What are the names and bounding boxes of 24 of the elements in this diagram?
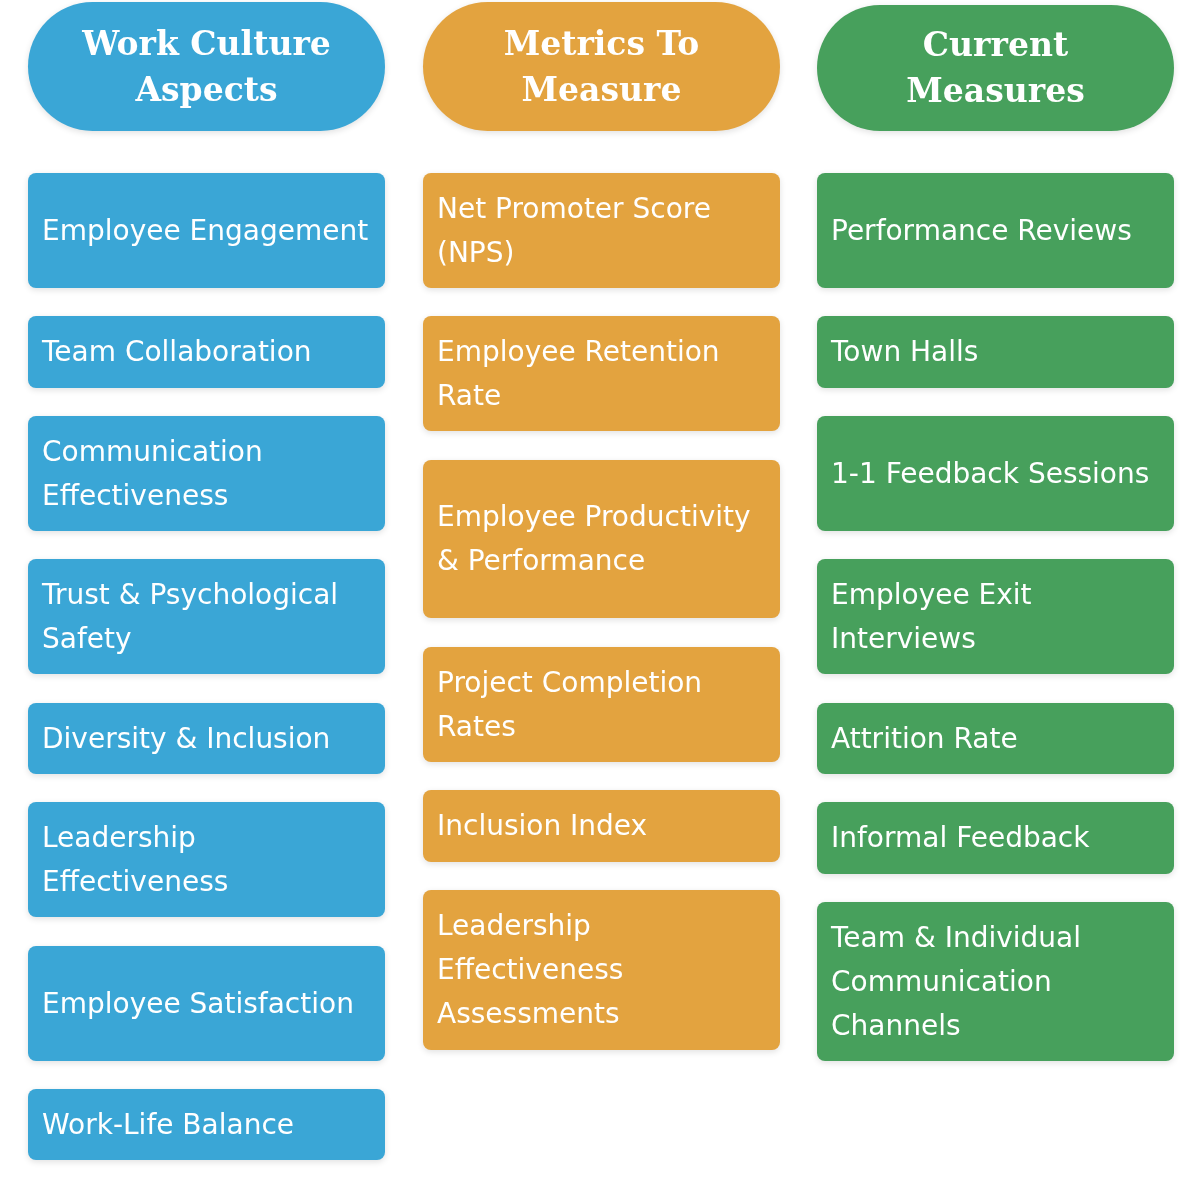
- item-card: Net Promoter Score (NPS): [423, 173, 780, 288]
- item-card: Employee Satisfaction: [28, 946, 385, 1061]
- item-card: Leadership Effectiveness: [28, 802, 385, 917]
- item-card: Work-Life Balance: [28, 1089, 385, 1160]
- item-card: Project Completion Rates: [423, 647, 780, 762]
- item-card: Employee Exit Interviews: [817, 559, 1174, 674]
- item-card: Communication Effectiveness: [28, 416, 385, 531]
- item-card: Informal Feedback: [817, 802, 1174, 874]
- item-card: Employee Productivity & Performance: [423, 460, 780, 618]
- column-header: Work Culture Aspects: [28, 2, 385, 131]
- item-card: Leadership Effectiveness Assessments: [423, 890, 780, 1050]
- item-card: 1-1 Feedback Sessions: [817, 416, 1174, 531]
- item-card: Inclusion Index: [423, 790, 780, 862]
- item-card: Diversity & Inclusion: [28, 703, 385, 774]
- item-card: Team Collaboration: [28, 316, 385, 388]
- item-card: Trust & Psychological Safety: [28, 559, 385, 674]
- column-header: Metrics To Measure: [423, 2, 780, 131]
- item-card: Employee Engagement: [28, 173, 385, 288]
- column-header: Current Measures: [817, 5, 1174, 131]
- item-card: Employee Retention Rate: [423, 316, 780, 431]
- item-card: Performance Reviews: [817, 173, 1174, 288]
- item-card: Town Halls: [817, 316, 1174, 388]
- item-card: Team & Individual Communication Channels: [817, 902, 1174, 1061]
- item-card: Attrition Rate: [817, 703, 1174, 774]
